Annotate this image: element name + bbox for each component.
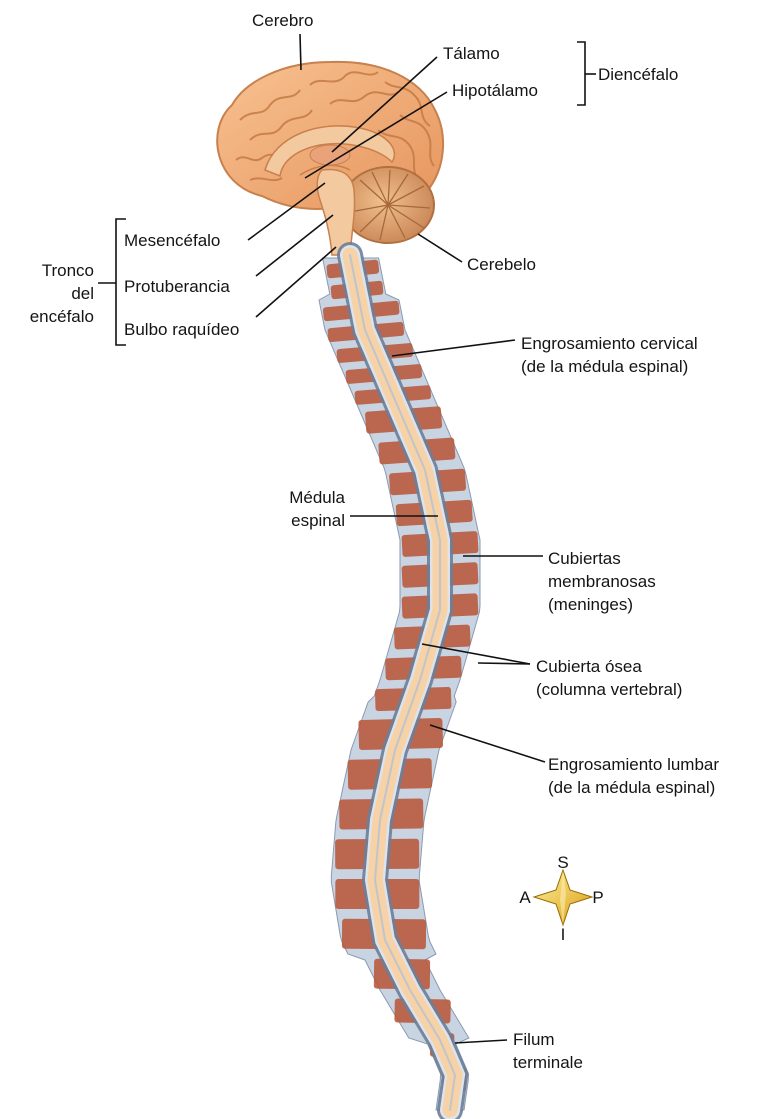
cerebellum-shape [342,167,434,243]
label-cerebelo: Cerebelo [467,254,536,275]
label-engrosamiento-cervical-line1: Engrosamiento cervical [521,333,698,354]
label-engrosamiento-cervical-line2: (de la médula espinal) [521,356,688,377]
label-cubiertas-line3: (meninges) [548,594,633,615]
compass-inferior: I [553,924,573,945]
label-cubierta-osea-line2: (columna vertebral) [536,679,682,700]
label-bulbo-raquideo: Bulbo raquídeo [124,319,239,340]
label-cubierta-osea-line1: Cubierta ósea [536,656,642,677]
label-protuberancia: Protuberancia [124,276,230,297]
label-filum-line1: Filum [513,1029,555,1050]
label-tronco-line2: del [10,283,94,304]
label-talamo: Tálamo [443,43,500,64]
orientation-compass-icon [534,870,592,925]
label-medula-line2: espinal [250,510,345,531]
label-cubiertas-line1: Cubiertas [548,548,621,569]
label-medula-line1: Médula [250,487,345,508]
label-mesencefalo: Mesencéfalo [124,230,220,251]
label-hipotalamo: Hipotálamo [452,80,538,101]
label-tronco-line3: encéfalo [10,306,94,327]
label-tronco-line1: Tronco [10,260,94,281]
label-engrosamiento-lumbar-line1: Engrosamiento lumbar [548,754,719,775]
compass-posterior: P [588,887,608,908]
label-filum-line2: terminale [513,1052,583,1073]
compass-anterior: A [515,887,535,908]
label-cubiertas-line2: membranosas [548,571,656,592]
label-cerebro: Cerebro [252,10,313,31]
compass-superior: S [553,852,573,873]
label-engrosamiento-lumbar-line2: (de la médula espinal) [548,777,715,798]
label-diencefalo: Diencéfalo [598,64,678,85]
